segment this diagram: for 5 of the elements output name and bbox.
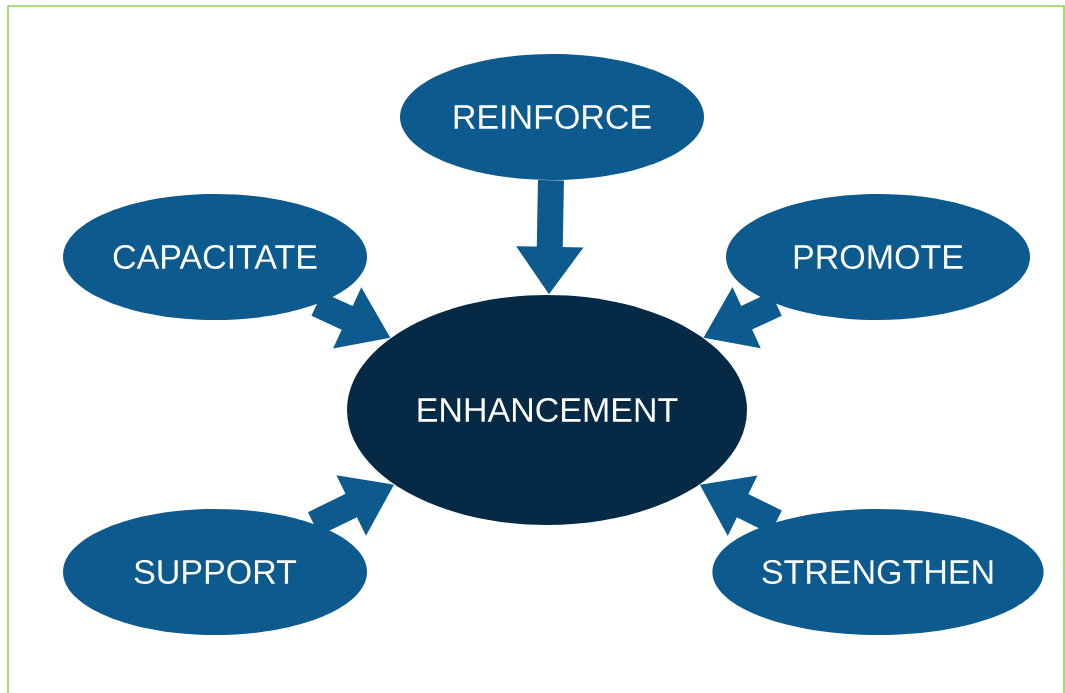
ellipse-node: STRENGTHEN [712,509,1044,635]
ellipse-node: PROMOTE [726,194,1030,320]
ellipse-node: SUPPORT [63,509,367,635]
ellipse-node: REINFORCE [400,54,704,180]
ellipse-node: CAPACITATE [63,194,367,320]
